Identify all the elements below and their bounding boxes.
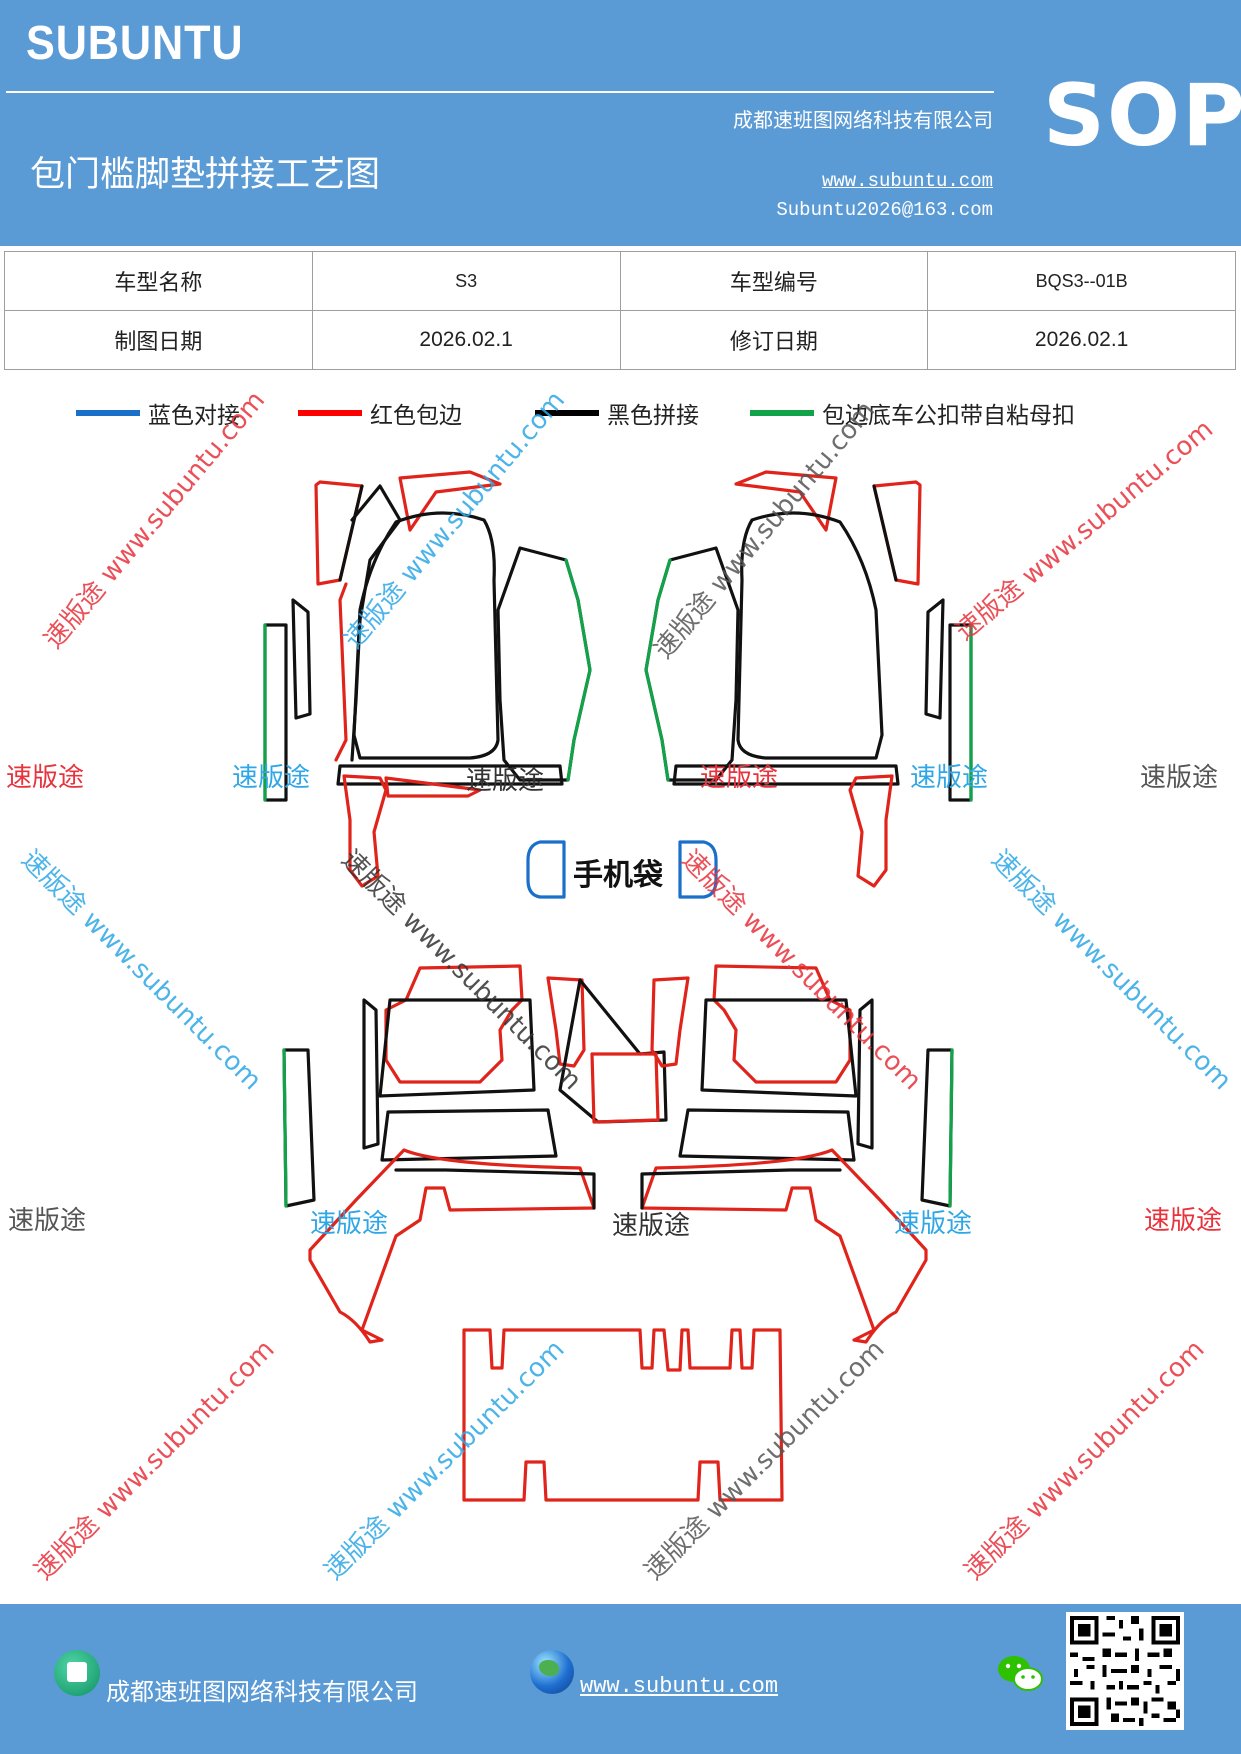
qr-code[interactable] — [1066, 1612, 1184, 1730]
legend-swatch — [76, 410, 140, 416]
watermark-short: 速版途 — [232, 763, 311, 793]
header-website-link[interactable]: www.subuntu.com — [821, 170, 993, 192]
watermark-short: 速版途 — [6, 763, 85, 793]
header-banner: SUBUNTU 成都速班图网络科技有限公司 包门槛脚垫拼接工艺图 www.sub… — [0, 0, 1241, 246]
legend-swatch — [298, 410, 362, 416]
watermark-short: 速版途 — [310, 1209, 389, 1239]
table-row: 车型名称 S3 车型编号 BQS3--01B — [4, 251, 1236, 311]
watermark-short: 速版途 — [910, 763, 989, 793]
watermark-short: 速版途 — [466, 766, 545, 796]
globe-icon — [530, 1650, 574, 1694]
table-cell: 修订日期 — [619, 310, 929, 370]
header-divider — [6, 91, 994, 93]
legend-label: 蓝色对接 — [148, 403, 240, 429]
table-row: 制图日期 2026.02.1 修订日期 2026.02.1 — [4, 310, 1236, 370]
front-left-mat — [263, 470, 592, 888]
wechat-icon — [998, 1656, 1043, 1691]
watermark-short: 速版途 — [612, 1211, 691, 1241]
watermark-short: 速版途 — [8, 1206, 87, 1236]
table-cell: S3 — [311, 251, 621, 311]
footer-website-link[interactable]: www.subuntu.com — [580, 1674, 779, 1699]
footer-company: 成都速班图网络科技有限公司 — [106, 1678, 418, 1706]
trunk-mat — [462, 1328, 784, 1502]
table-cell: 2026.02.1 — [311, 310, 621, 370]
table-cell: BQS3--01B — [927, 251, 1236, 311]
header-email: Subuntu2026@163.com — [776, 199, 993, 221]
phone-pocket-label: 手机袋 — [573, 858, 663, 893]
table-cell: 车型编号 — [619, 251, 929, 311]
home-icon — [54, 1650, 100, 1696]
front-right-mat — [644, 470, 973, 888]
table-cell: 制图日期 — [4, 310, 313, 370]
legend-label: 黑色拼接 — [607, 403, 699, 429]
header-company: 成都速班图网络科技有限公司 — [733, 108, 993, 132]
rear-left-mat — [282, 964, 668, 1344]
watermark-short: 速版途 — [1140, 763, 1219, 793]
brand-logo: SUBUNTU — [26, 17, 244, 70]
legend-swatch — [750, 410, 814, 416]
table-cell: 车型名称 — [4, 251, 313, 311]
vehicle-info-table: 车型名称 S3 车型编号 BQS3--01B 制图日期 2026.02.1 修订… — [4, 251, 1236, 370]
rear-center-tunnel — [590, 1052, 660, 1124]
watermark-short: 速版途 — [1144, 1206, 1223, 1236]
phone-pocket — [526, 840, 718, 899]
rear-right-mat — [640, 964, 954, 1344]
legend-label: 包边底车公扣带自粘母扣 — [822, 403, 1075, 429]
page-title: 包门槛脚垫拼接工艺图 — [30, 155, 381, 195]
table-cell: 2026.02.1 — [927, 310, 1236, 370]
watermark-short: 速版途 — [894, 1209, 973, 1239]
doc-type-label: SOP — [1043, 66, 1241, 166]
watermark-short: 速版途 — [700, 763, 779, 793]
legend-label: 红色包边 — [370, 403, 462, 429]
legend-swatch — [535, 410, 599, 416]
